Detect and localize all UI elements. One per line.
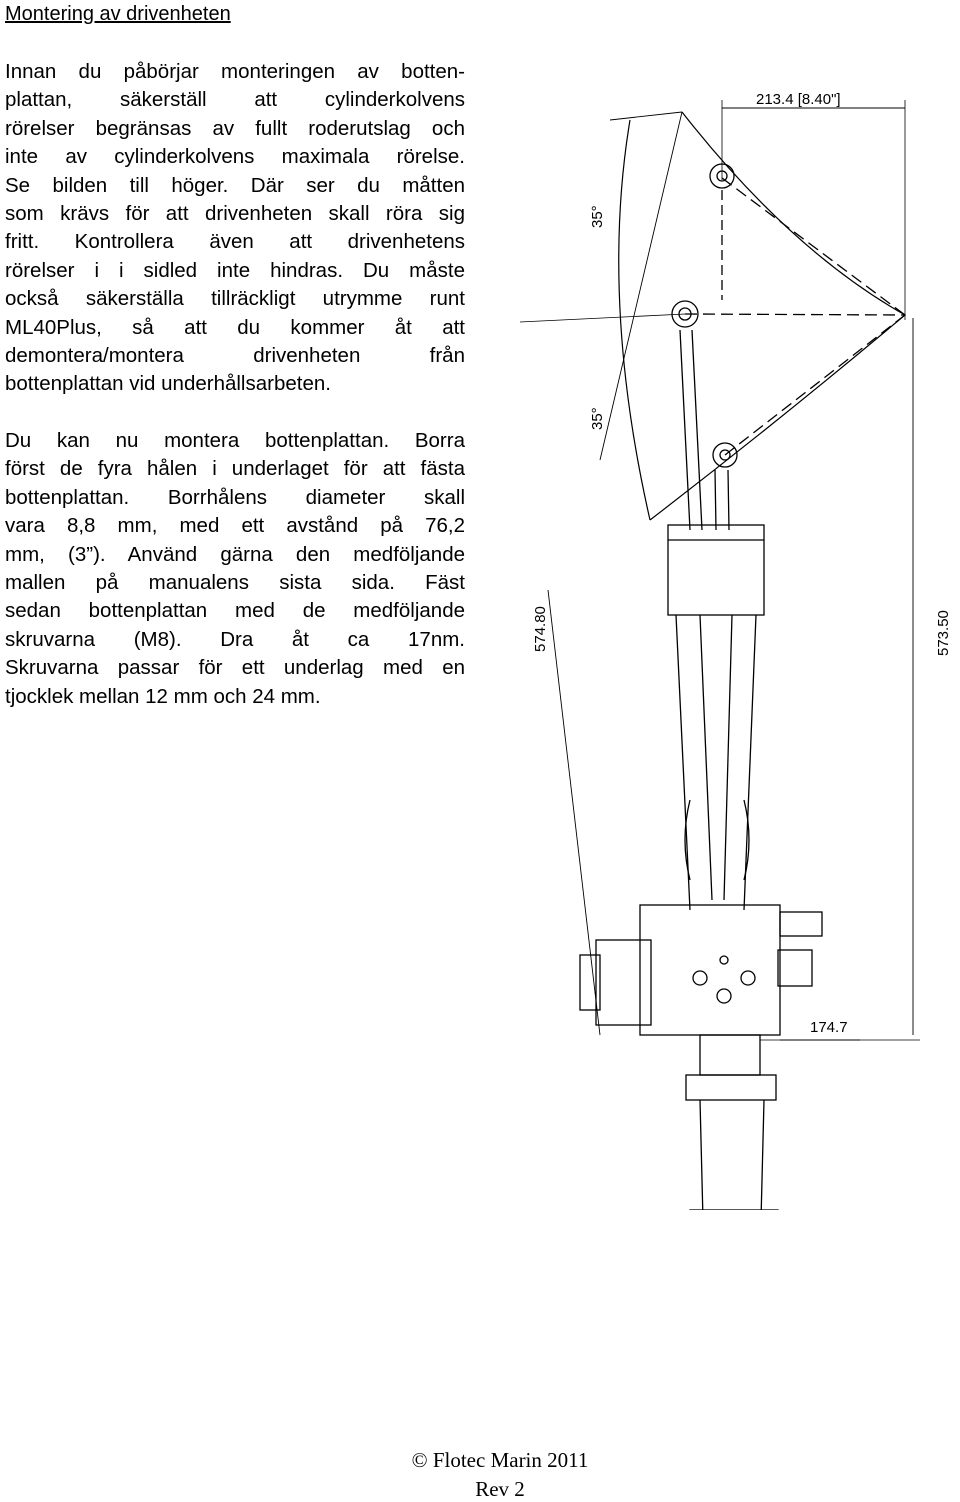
pivot-middle — [671, 300, 699, 328]
drive-unit-dimension-drawing: 213.4 [8.40"] 35° 35° — [519, 91, 950, 1210]
text-line: mallen på manualens sista sida. Fäst — [5, 571, 465, 595]
dim-label-top: 213.4 [8.40"] — [756, 91, 841, 108]
outer-arc — [618, 119, 651, 521]
text-line: tjocklek mellan 12 mm och 24 mm. — [5, 684, 321, 708]
piston-rod — [679, 329, 730, 531]
text-line: också säkerställa tillräckligt utrymme r… — [5, 287, 465, 311]
text-line: Se bilden till höger. Där ser du måtten — [5, 173, 465, 197]
dim-label-right: 573.50 — [935, 610, 950, 656]
text-line: sedan bottenplattan med de medföljande — [5, 599, 465, 623]
text-line: Skruvarna passar för ett underlag med en — [5, 656, 465, 680]
dim-line-left — [547, 589, 601, 1036]
dash-line-lower — [724, 314, 906, 456]
text-line: skruvarna (M8). Dra åt ca 17nm. — [5, 627, 465, 651]
pivot-top — [709, 163, 735, 300]
dash-line-middle — [684, 313, 906, 316]
text-line: bottenplattan. Borrhålens diameter skall — [5, 485, 465, 509]
dash-line-upper — [721, 177, 906, 316]
paragraph-mount-baseplate: Du kan nu montera bottenplattan. Borra f… — [5, 427, 465, 711]
pivot-bottom — [712, 442, 738, 468]
footer-copyright: © Flotec Marin 2011 — [411, 1448, 589, 1472]
text-line: rörelser begränsas av fullt roderutslag … — [5, 116, 465, 140]
angle-label-lower: 35° — [589, 407, 606, 430]
valve-block — [579, 904, 823, 1036]
angle-label-upper: 35° — [589, 205, 606, 228]
cylinder-body — [667, 524, 765, 911]
text-line: inte av cylinderkolvens maximala rörelse… — [5, 145, 465, 169]
arc-boundary-lines — [599, 111, 683, 461]
text-line: som krävs för att drivenheten skall röra… — [5, 202, 465, 226]
footer-revision: Rev 2 — [475, 1477, 525, 1501]
text-line: först de fyra hålen i underlaget för att… — [5, 457, 465, 481]
lower-tube — [685, 1034, 779, 1210]
text-line: Du kan nu montera bottenplattan. Borra — [5, 429, 465, 452]
dim-label-bottom: 174.7 — [810, 1019, 848, 1036]
dim-label-left: 574.80 — [532, 606, 549, 652]
text-line: demontera/montera drivenheten från — [5, 344, 465, 368]
text-line: ML40Plus, så att du kommer åt att — [5, 315, 465, 339]
text-line: fritt. Kontrollera även att drivenhetens — [5, 230, 465, 254]
ref-line-left — [519, 313, 686, 323]
text-line: bottenplattan vid underhållsarbeten. — [5, 372, 331, 396]
text-line: rörelser i i sidled inte hindras. Du mås… — [5, 258, 465, 282]
swing-arc — [649, 111, 907, 521]
section-heading: Montering av drivenheten — [5, 3, 231, 25]
text-line: vara 8,8 mm, med ett avstånd på 76,2 — [5, 514, 465, 538]
paragraph-check-clearance: Innan du påbörjar monteringen av botten-… — [5, 58, 465, 399]
text-line: Innan du påbörjar monteringen av botten- — [5, 60, 465, 83]
text-line: mm, (3”). Använd gärna den medföljande — [5, 542, 465, 566]
text-line: plattan, säkerställ att cylinderkolvens — [5, 88, 465, 112]
